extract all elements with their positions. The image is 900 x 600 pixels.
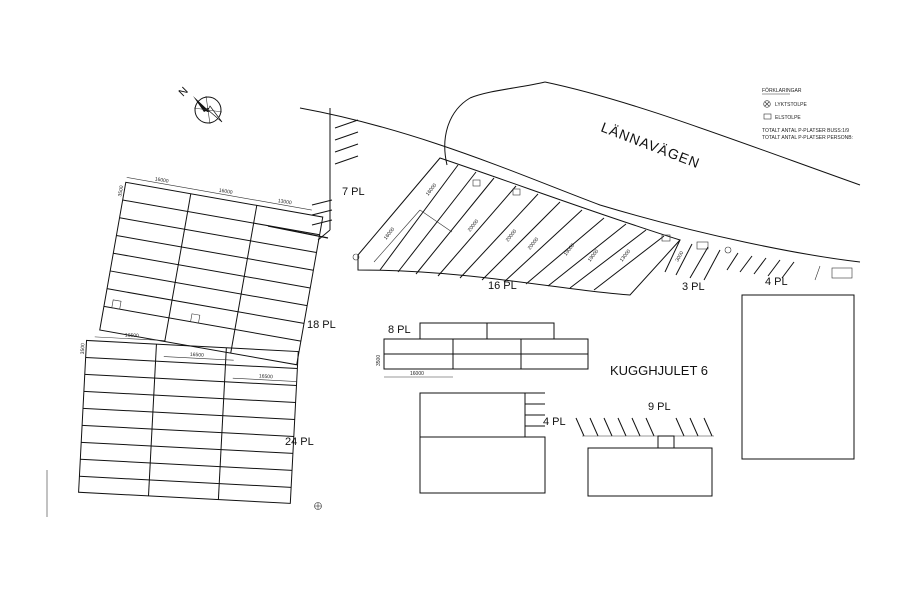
legend-item-label: LYKTSTOLPE — [775, 102, 807, 108]
power-post-icon — [512, 188, 521, 196]
dimension-label: 16500 — [125, 332, 139, 339]
lot-9-pl: 9 PL — [575, 401, 714, 497]
dimension-label: 3500 — [376, 355, 382, 366]
power-post-icon — [763, 113, 772, 120]
power-post-icon — [472, 179, 481, 187]
legend-heading: FÖRKLARINGAR — [762, 87, 802, 94]
north-label: N — [177, 85, 191, 99]
parking-label: 18 PL — [307, 319, 336, 331]
dimension-label: 16500 — [190, 352, 204, 359]
lot-3-pl: 3000 3 PL — [664, 239, 721, 293]
parking-label: 8 PL — [388, 324, 411, 336]
dimension-label: 19000 — [563, 242, 576, 257]
dimension-label: 16000 — [154, 176, 169, 184]
power-post-icon — [696, 241, 709, 250]
lamp-post-icon — [724, 246, 732, 254]
north-arrow-icon: N — [177, 85, 223, 125]
dimension-label: 19000 — [587, 248, 600, 263]
dimension-label: 13000 — [277, 198, 292, 206]
dimension-label: 3000 — [675, 250, 686, 263]
lot-16-pl: 16000 16000 20000 20000 20000 19000 1900… — [352, 157, 681, 296]
parking-label: 7 PL — [342, 186, 365, 198]
legend-total: TOTALT ANTAL P-PLATSER BUSS:1/9 — [762, 128, 849, 134]
dimension-label: 20000 — [505, 228, 518, 243]
power-post-icon — [661, 234, 671, 242]
parking-label: 9 PL — [648, 401, 671, 413]
lamp-post-icon — [314, 502, 322, 510]
road-name: LÄNNAVÄGEN — [599, 119, 702, 171]
dimension-label: 20000 — [467, 218, 480, 233]
lot-7-pl: 7 PL — [311, 108, 365, 241]
lot-4-pl-north: 4 PL — [724, 246, 853, 288]
dimension-label: 3500 — [80, 343, 87, 355]
parking-label: 3 PL — [682, 281, 705, 293]
lot-4-pl-south: 4 PL — [419, 392, 566, 494]
parking-label: 4 PL — [543, 416, 566, 428]
lot-24-pl: 16500 16500 16500 3500 — [78, 332, 299, 504]
parking-label: 4 PL — [765, 276, 788, 288]
power-post-icon — [111, 299, 122, 310]
building-east — [741, 294, 855, 460]
lot-18-pl: 16000 16000 13000 3500 — [99, 176, 324, 366]
dimension-label: 13000 — [619, 248, 632, 263]
dimension-label: 20000 — [527, 236, 540, 251]
legend: FÖRKLARINGAR LYKTSTOLPE ELSTOLPE TOTALT … — [762, 87, 853, 141]
block-name: KUGGHJULET 6 — [610, 363, 708, 378]
legend-item-label: ELSTOLPE — [775, 115, 801, 121]
lamp-post-icon — [763, 100, 771, 108]
lamp-post-icon — [352, 253, 360, 261]
dimension-label: 3500 — [117, 185, 125, 197]
dimension-label: 16500 — [259, 374, 273, 381]
parking-label: 24 PL — [285, 436, 314, 448]
legend-total: TOTALT ANTAL P-PLATSER PERSONB: — [762, 135, 853, 141]
parking-label: 16 PL — [488, 280, 517, 292]
dimension-label: 16000 — [218, 188, 233, 196]
lot-18-entrance — [267, 225, 329, 239]
power-post-icon — [190, 313, 201, 324]
lot-8-pl: 16000 3500 8 PL — [376, 322, 589, 378]
dimension-label: 16000 — [410, 371, 424, 377]
